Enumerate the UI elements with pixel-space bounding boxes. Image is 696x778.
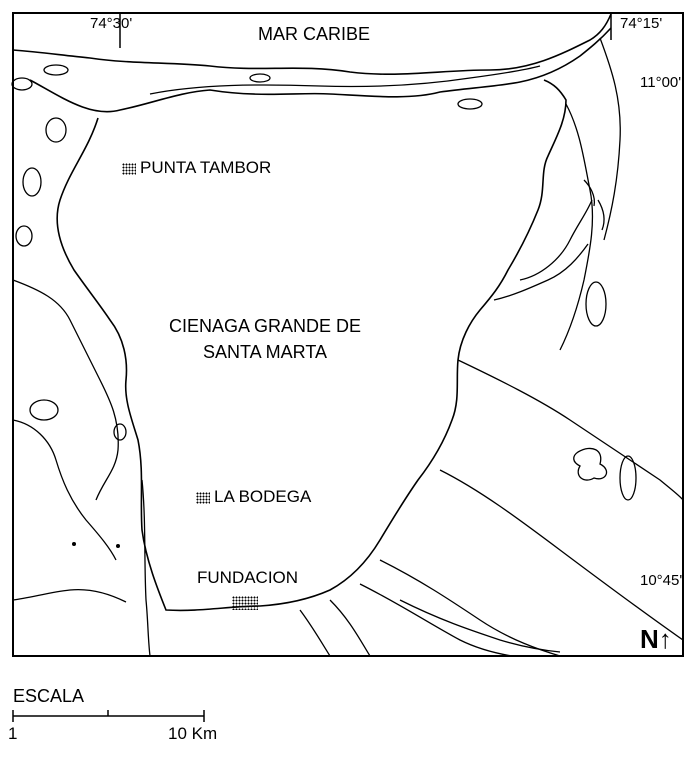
west-river bbox=[141, 479, 151, 657]
barrier-channel bbox=[149, 65, 541, 95]
islet-4 bbox=[15, 225, 33, 247]
lagoon-label: CIENAGA GRANDE DE SANTA MARTA bbox=[160, 313, 370, 365]
islet-2 bbox=[22, 167, 42, 197]
place-la-bodega: LA BODEGA bbox=[196, 487, 311, 507]
place-punta-tambor-label: PUNTA TAMBOR bbox=[140, 158, 272, 177]
place-punta-tambor: PUNTA TAMBOR bbox=[122, 158, 271, 178]
fundacion-settlement-marker bbox=[232, 596, 258, 610]
lagoon-label-line1: CIENAGA GRANDE DE bbox=[168, 316, 362, 336]
dot-1 bbox=[72, 542, 76, 546]
scale-title: ESCALA bbox=[13, 686, 85, 706]
lagoon-label-line2: SANTA MARTA bbox=[202, 342, 328, 362]
lon-label-east: 74°15' bbox=[620, 15, 663, 32]
west-shore-3 bbox=[12, 588, 127, 603]
eastern-shore-1 bbox=[559, 103, 594, 351]
river-2 bbox=[439, 469, 684, 641]
river-4 bbox=[359, 583, 513, 657]
barrier-islet-3 bbox=[43, 64, 69, 76]
eastern-shore-4 bbox=[493, 243, 589, 301]
scale-end-label: 10 Km bbox=[168, 724, 218, 743]
lake-east-1 bbox=[585, 281, 607, 327]
islet-6 bbox=[113, 423, 127, 441]
place-fundacion-label: FUNDACION bbox=[197, 568, 299, 587]
eastern-shore-3 bbox=[519, 199, 593, 281]
place-la-bodega-label: LA BODEGA bbox=[214, 487, 312, 506]
river-6 bbox=[399, 599, 561, 653]
settlement-marker bbox=[122, 162, 136, 175]
lat-label-north: 11°00' bbox=[640, 74, 682, 91]
caribbean-coastline bbox=[12, 13, 612, 76]
lake-east-2 bbox=[619, 455, 637, 501]
barrier-island-shore bbox=[29, 27, 612, 113]
lake-east-3 bbox=[573, 447, 608, 481]
settlement-marker bbox=[196, 491, 210, 504]
river-aracataca bbox=[457, 359, 684, 501]
eastern-shore-2 bbox=[599, 37, 621, 241]
east-channel-marks bbox=[583, 179, 605, 231]
west-shore-2 bbox=[12, 419, 117, 561]
map-frame bbox=[12, 12, 684, 657]
lon-label-west: 74°30' bbox=[90, 15, 133, 32]
scale-start-label: 1 bbox=[8, 724, 18, 743]
islet-5 bbox=[29, 399, 59, 421]
islet-3 bbox=[11, 77, 33, 91]
lagoon-shoreline bbox=[56, 79, 567, 612]
river-3 bbox=[379, 559, 561, 657]
barrier-islet-1 bbox=[457, 98, 483, 110]
sea-label: MAR CARIBE bbox=[258, 24, 371, 44]
barrier-islet-2 bbox=[249, 73, 271, 83]
west-shore-1 bbox=[12, 279, 119, 501]
dot-2 bbox=[116, 544, 120, 548]
river-5 bbox=[329, 599, 371, 657]
lat-label-south: 10°45' bbox=[640, 572, 683, 589]
north-arrow: N↑ bbox=[640, 624, 672, 654]
islet-1 bbox=[45, 117, 67, 143]
river-7 bbox=[299, 609, 331, 657]
